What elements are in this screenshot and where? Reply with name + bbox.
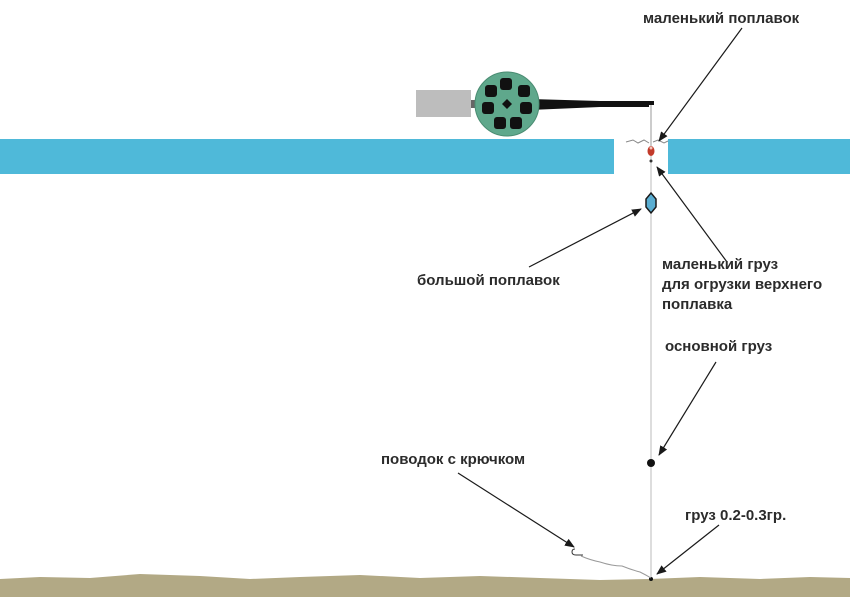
ice-layer-right	[668, 139, 850, 174]
arrow-small-weight	[656, 166, 728, 263]
small-float	[647, 146, 655, 156]
label-leader-hook: поводок с крючком	[381, 451, 526, 468]
water-ripple-right	[652, 139, 669, 144]
label-big-float: большой поплавок	[417, 272, 560, 289]
rod-blank	[530, 99, 649, 110]
leader-line	[580, 555, 652, 579]
ice-layer-left	[0, 139, 614, 174]
arrow-big-float	[528, 208, 642, 268]
big-float	[645, 191, 657, 215]
label-small-weight-line2: для огрузки верхнего	[662, 276, 823, 293]
rod-tip	[648, 101, 654, 105]
fishing-rod	[416, 71, 654, 137]
label-small-weight-line1: маленький груз	[662, 256, 779, 273]
rod-handle	[416, 90, 471, 117]
small-weight	[649, 159, 653, 163]
water-ripple-left	[625, 139, 650, 144]
arrow-leader-hook	[457, 472, 575, 548]
arrow-small-float	[658, 27, 743, 142]
label-main-weight: основной груз	[665, 338, 773, 355]
label-small-float: маленький поплавок	[643, 10, 800, 27]
arrow-main-weight	[658, 361, 717, 456]
label-small-weight-line3: поплавка	[662, 296, 733, 313]
main-weight	[647, 459, 655, 467]
label-bottom-weight: груз 0.2-0.3гр.	[685, 507, 787, 524]
seabed	[0, 574, 850, 597]
hook	[571, 548, 583, 556]
arrow-bottom-weight	[656, 524, 720, 575]
bottom-weight	[649, 577, 653, 581]
reel-holes	[482, 78, 532, 129]
